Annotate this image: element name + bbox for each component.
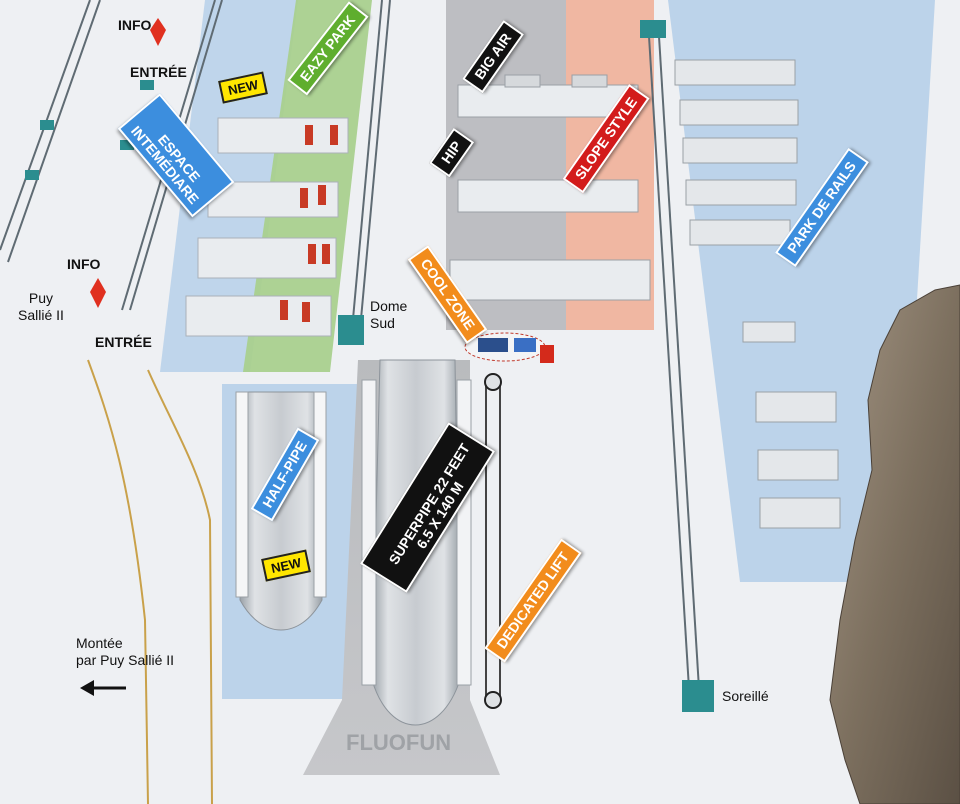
big-air-features — [449, 74, 651, 301]
arrow-left-icon — [80, 680, 126, 696]
half-pipe-structure — [235, 391, 327, 631]
puy-sallie-label: Puy Sallié II — [18, 290, 64, 323]
park-de-rails-features — [674, 59, 841, 529]
lift-pylons — [25, 20, 714, 712]
eazy-park-boxes — [280, 125, 338, 322]
entree-left-label: ENTRÉE — [95, 334, 152, 350]
info-left-label: INFO — [67, 256, 101, 272]
fluofun-label: FLUOFUN — [346, 730, 452, 755]
rock-cliff — [829, 284, 960, 804]
info-marker-icon — [90, 18, 166, 308]
entree-top-label: ENTRÉE — [130, 64, 187, 80]
montee-label: Montée par Puy Sallié II — [76, 635, 175, 668]
espace-features — [185, 117, 349, 337]
soreille-label: Soreillé — [722, 688, 769, 704]
info-top-label: INFO — [118, 17, 152, 33]
cool-zone-area — [464, 332, 554, 363]
fence-lines — [87, 359, 213, 804]
dome-sud-label: Dome Sud — [370, 298, 408, 331]
